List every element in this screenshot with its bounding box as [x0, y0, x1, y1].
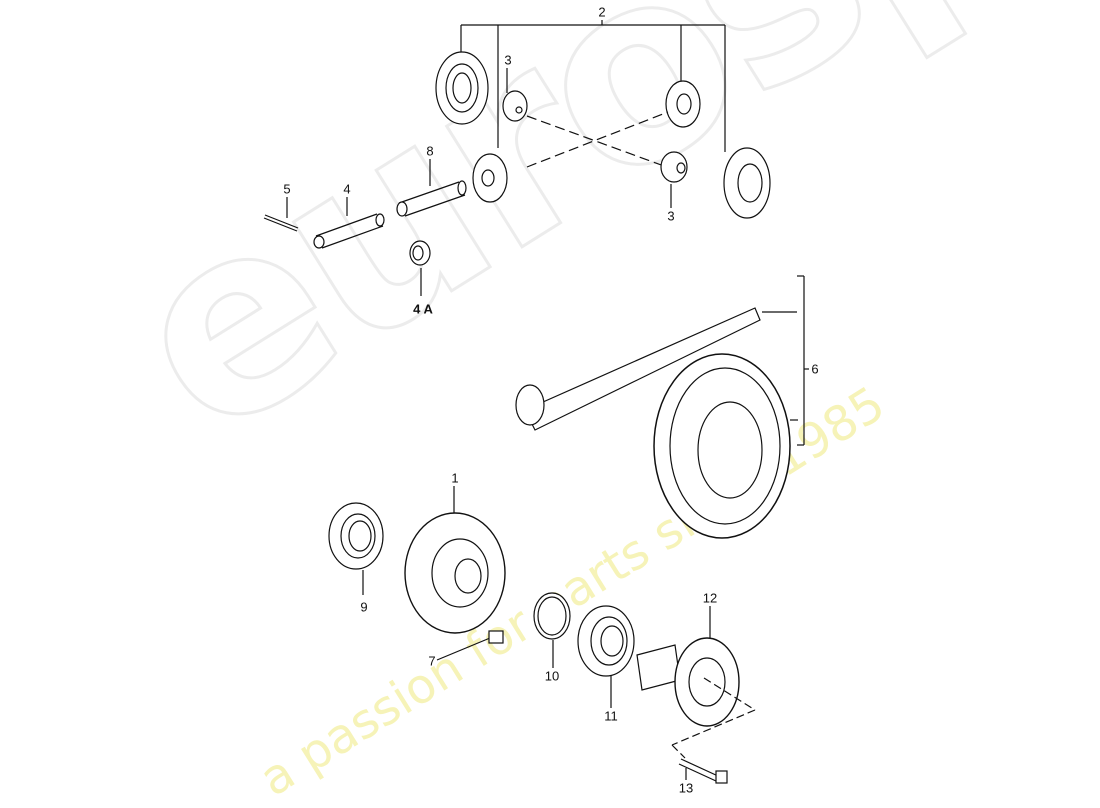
callout-7[interactable]: 7: [428, 653, 436, 669]
screw-icon: [436, 630, 504, 661]
pinion-shaft-icon: [515, 307, 797, 431]
side-gear-icon: [723, 147, 771, 219]
roll-pin-icon: [263, 197, 299, 232]
callout-13[interactable]: 13: [678, 780, 694, 796]
pinion-gear-icon: [665, 80, 701, 128]
callout-5[interactable]: 5: [283, 181, 291, 197]
pinion-gear-icon: [472, 153, 508, 203]
bearing-icon: [577, 605, 635, 708]
callout-3-top[interactable]: 3: [504, 52, 512, 68]
differential-housing-icon: [404, 486, 506, 634]
callout-9[interactable]: 10: [544, 668, 560, 684]
ring-gear-icon: [653, 353, 798, 539]
leader-6: [797, 275, 809, 446]
callout-3-bottom[interactable]: 3: [667, 208, 675, 224]
bearing-icon: [328, 502, 384, 595]
leader-2: [460, 20, 726, 152]
callout-6[interactable]: 6: [811, 361, 819, 377]
callout-2[interactable]: 2: [598, 4, 606, 20]
shaft-icon: [396, 159, 467, 217]
gear-4a-icon: [409, 240, 431, 296]
callout-11[interactable]: 11: [604, 708, 618, 724]
callout-4a[interactable]: 4 A: [413, 301, 433, 317]
callout-12[interactable]: 12: [702, 590, 718, 606]
shim-icon: [533, 592, 571, 668]
thrust-washer-icon: [660, 151, 688, 208]
pin-icon: [313, 197, 385, 249]
bolt-icon: [678, 758, 728, 784]
callout-8[interactable]: 8: [426, 143, 434, 159]
thrust-washer-icon: [502, 68, 528, 122]
callout-1[interactable]: 1: [451, 470, 459, 486]
side-gear-icon: [435, 51, 489, 125]
callout-4[interactable]: 4: [343, 181, 351, 197]
flange-icon: [636, 606, 756, 759]
callout-10[interactable]: 9: [360, 599, 368, 615]
